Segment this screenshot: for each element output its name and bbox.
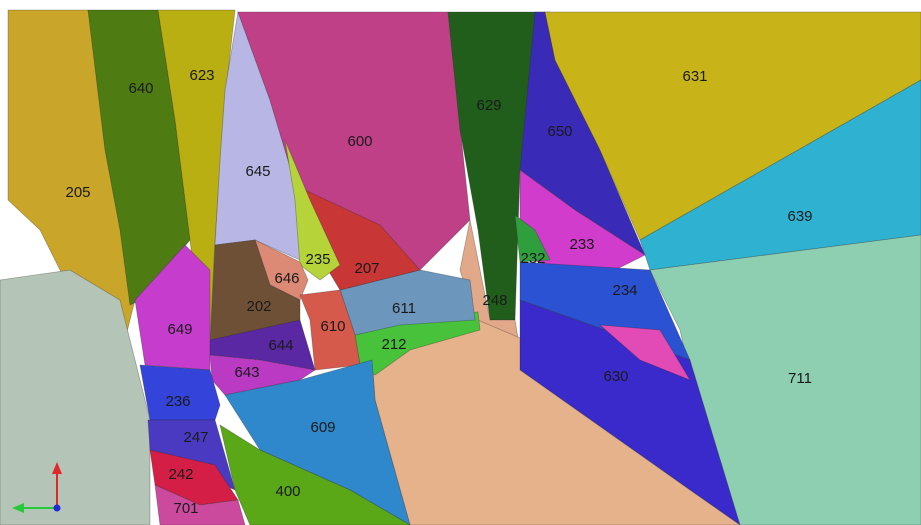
region-609[interactable]: [224, 359, 411, 525]
region-label-236: 236: [165, 393, 190, 410]
region-label-247: 247: [183, 429, 208, 446]
region-label-639: 639: [787, 208, 812, 225]
region-label-609: 609: [310, 419, 335, 436]
region-label-234: 234: [612, 282, 637, 299]
region-label-611: 611: [392, 300, 416, 317]
region-235[interactable]: [284, 139, 341, 281]
region-label-646: 646: [274, 270, 299, 287]
region-label-701: 701: [173, 500, 198, 517]
y-axis-arrow-icon: [52, 462, 62, 474]
region-label-645: 645: [245, 163, 270, 180]
region-label-631: 631: [682, 68, 707, 85]
region-label-235: 235: [305, 251, 330, 268]
region-label-644: 644: [268, 337, 293, 354]
region-label-205: 205: [65, 184, 90, 201]
region-label-232: 232: [520, 250, 545, 267]
region-label-650: 650: [547, 123, 572, 140]
region-label-212: 212: [381, 336, 406, 353]
region-label-600: 600: [347, 133, 372, 150]
region-400[interactable]: [219, 424, 411, 525]
region-label-207: 207: [354, 260, 379, 277]
region-pink-strip[interactable]: [598, 324, 691, 381]
region-701[interactable]: [154, 484, 246, 525]
region-label-623: 623: [189, 67, 214, 84]
region-label-630: 630: [603, 368, 628, 385]
region-label-202: 202: [246, 298, 271, 315]
region-232[interactable]: [514, 214, 551, 263]
region-649[interactable]: [134, 244, 211, 371]
x-axis-arrow-icon: [12, 503, 24, 513]
region-label-248: 248: [482, 292, 507, 309]
axis-triad: [12, 462, 62, 513]
region-label-610: 610: [320, 318, 345, 335]
region-label-649: 649: [167, 321, 192, 338]
region-label-643: 643: [234, 364, 259, 381]
region-label-242: 242: [168, 466, 193, 483]
region-label-640: 640: [128, 80, 153, 97]
z-axis-dot-icon: [53, 504, 61, 512]
region-label-629: 629: [476, 97, 501, 114]
region-label-711: 711: [788, 370, 812, 387]
region-236[interactable]: [139, 364, 221, 421]
region-label-400: 400: [275, 483, 300, 500]
region-label-233: 233: [569, 236, 594, 253]
